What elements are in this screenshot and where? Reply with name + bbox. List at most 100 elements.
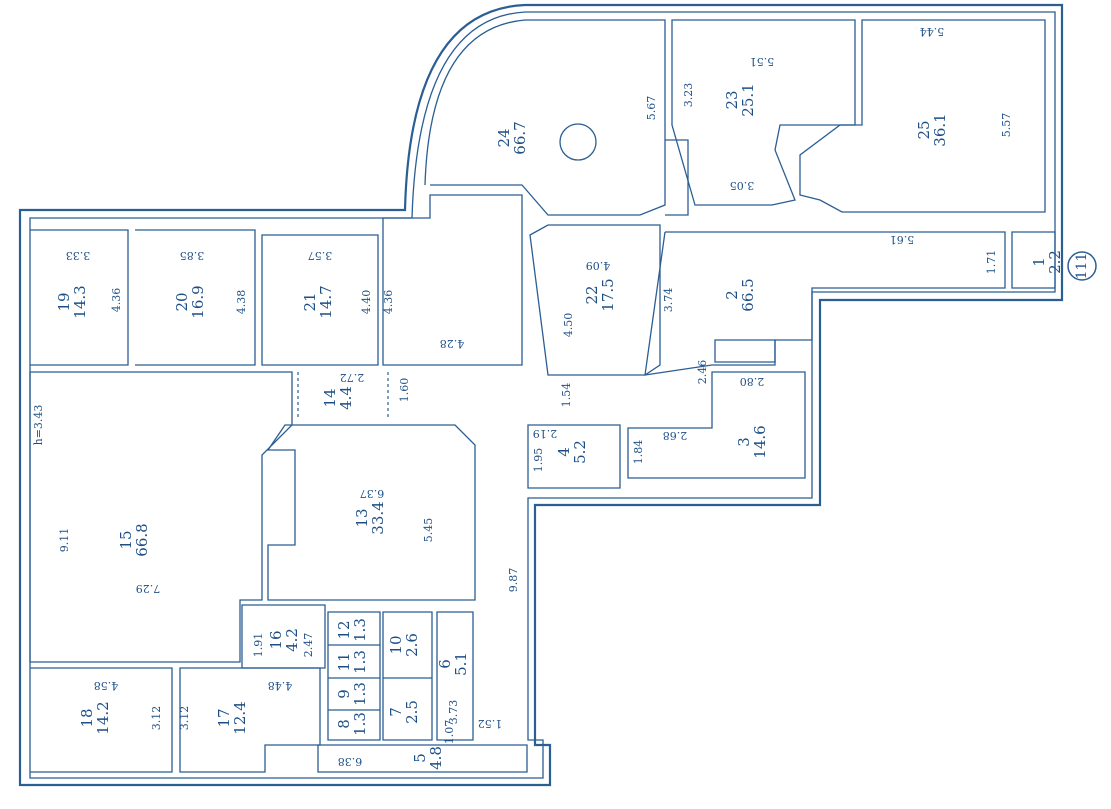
dimension: 9.87: [507, 568, 520, 593]
room-number: 16: [267, 630, 285, 649]
room-area: 33.4: [369, 501, 387, 534]
room-label: 22 17.5: [583, 278, 617, 311]
room-area: 14.6: [751, 425, 769, 458]
dimension: 5.45: [422, 518, 435, 543]
dimension: 5.57: [1000, 113, 1013, 138]
dimension: 7.29: [136, 582, 161, 595]
room-area: 16.9: [189, 285, 207, 318]
room-label: 1 2.2: [1030, 250, 1064, 274]
dimension: 3.12: [178, 706, 191, 731]
dimension: 5.51: [750, 55, 775, 68]
dimension: 3.73: [447, 700, 460, 725]
room-number: 7: [387, 707, 405, 717]
room-number: 8: [335, 719, 353, 729]
dimension: 9.11: [58, 528, 71, 553]
dimension: h=3.43: [32, 405, 45, 446]
room-label: 8 1.3: [335, 712, 369, 736]
room-label: 14 4.4: [321, 386, 355, 410]
room-number: 17: [215, 708, 233, 727]
dimension: 4.09: [586, 259, 611, 272]
room-area: 66.7: [511, 121, 529, 154]
dimension: 3.23: [682, 83, 695, 108]
room-number: 2: [723, 290, 741, 300]
room-label: 11 1.3: [335, 650, 369, 674]
room-area: 14.2: [94, 701, 112, 734]
room-label: 5 4.8: [411, 746, 445, 770]
room-number: 12: [335, 620, 353, 639]
room-label: 13 33.4: [353, 501, 387, 534]
dimension: 3.85: [180, 249, 205, 262]
room-label: 20 16.9: [173, 285, 207, 318]
dimension: 4.48: [268, 679, 293, 692]
dimension: 3.33: [66, 249, 91, 262]
room-area: 36.1: [931, 113, 949, 146]
room-label: 4 5.2: [555, 440, 589, 464]
room-number: 14: [321, 388, 339, 407]
room-label: 2 66.5: [723, 278, 757, 311]
room-label: 10 2.6: [387, 633, 421, 657]
dimension: 3.05: [730, 179, 755, 192]
room-number: 9: [335, 689, 353, 699]
dimension: 4.38: [235, 290, 248, 315]
dimension: 4.28: [440, 337, 465, 350]
room-area: 5.2: [571, 440, 589, 464]
room-area: 66.5: [739, 278, 757, 311]
room-area: 1.3: [351, 618, 369, 642]
room-number: 5: [411, 753, 429, 763]
dimension: 3.57: [308, 249, 333, 262]
room-area: 1.3: [351, 650, 369, 674]
room-label: 23 25.1: [723, 83, 757, 116]
room-labels: 1 2.2 2 66.5 3 14.6 4 5.2 5 4.8 6 5.1 7 …: [55, 83, 1064, 770]
room-area: 17.5: [599, 278, 617, 311]
walls: [18, 3, 1064, 787]
room-number: 6: [436, 659, 454, 669]
room-number: 19: [55, 292, 73, 311]
dimension-labels: 5.44 5.51 3.23 5.67 5.57 3.05 5.61 1.71 …: [32, 25, 1013, 768]
dimension: 1.95: [532, 448, 545, 473]
dimension: 3.74: [662, 288, 675, 313]
dimension: 4.50: [562, 313, 575, 338]
room-label: 3 14.6: [735, 425, 769, 458]
room-number: 4: [555, 447, 573, 457]
room-area: 2.2: [1046, 250, 1064, 274]
room-area: 66.8: [133, 523, 151, 556]
dimension: 5.61: [890, 233, 915, 246]
dimension: 1.52: [478, 717, 503, 730]
dimension: 5.44: [920, 25, 945, 38]
room-number: 10: [387, 635, 405, 654]
dimension: 1.54: [560, 383, 573, 408]
room-number: 25: [915, 120, 933, 139]
dimension: 2.46: [696, 360, 709, 385]
room-label: 9 1.3: [335, 682, 369, 706]
room-number: 11: [335, 652, 353, 671]
room-number: 22: [583, 285, 601, 304]
room-area: 5.1: [452, 652, 470, 676]
room-area: 2.6: [403, 633, 421, 657]
room-area: 1.3: [351, 712, 369, 736]
dimension: 1.07: [443, 720, 456, 745]
dimension: 6.38: [338, 755, 363, 768]
dimension: 1.71: [985, 250, 998, 275]
room-label: 21 14.7: [301, 285, 335, 318]
dimension: 2.72: [340, 371, 365, 384]
apartment-number-badge: 111: [1067, 251, 1097, 281]
dimension: 4.40: [360, 290, 373, 315]
room-label: 16 4.2: [267, 628, 301, 652]
dimension: 4.36: [382, 290, 395, 315]
room-area: 25.1: [739, 83, 757, 116]
room-label: 24 66.7: [495, 121, 529, 154]
room-number: 13: [353, 508, 371, 527]
room-number: 3: [735, 437, 753, 447]
room-number: 24: [495, 128, 513, 147]
dimension: 1.91: [252, 633, 265, 658]
dimension: 4.36: [110, 288, 123, 313]
dimension: 4.58: [94, 679, 119, 692]
room-number: 20: [173, 292, 191, 311]
room-area: 14.3: [71, 285, 89, 318]
room-label: 17 12.4: [215, 701, 249, 734]
room-label: 19 14.3: [55, 285, 89, 318]
room-area: 4.8: [427, 746, 445, 770]
room-area: 14.7: [317, 285, 335, 318]
apartment-number: 111: [1074, 253, 1090, 280]
